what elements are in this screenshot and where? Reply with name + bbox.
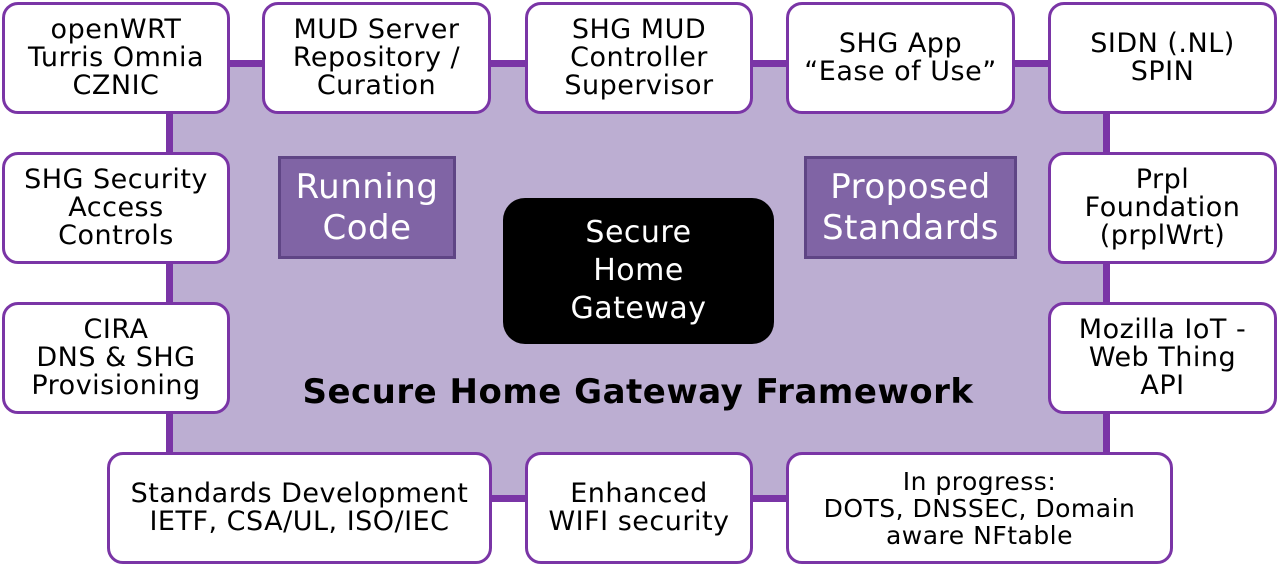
openwrt-label: openWRT Turris Omnia CZNIC: [27, 13, 205, 102]
mud-server-box: MUD Server Repository / Curation: [262, 2, 491, 114]
wifi-box: Enhanced WIFI security: [525, 452, 753, 564]
cira-box: CIRA DNS & SHG Provisioning: [2, 302, 230, 414]
secure-home-gateway-core: Secure Home Gateway: [503, 198, 774, 344]
in-progress-label: In progress: DOTS, DNSSEC, Domain aware …: [823, 466, 1136, 550]
prpl-label: Prpl Foundation (prplWrt): [1084, 163, 1241, 252]
shg-security-box: SHG Security Access Controls: [2, 152, 230, 264]
standards-box: Standards Development IETF, CSA/UL, ISO/…: [107, 452, 492, 564]
shg-mud-box: SHG MUD Controller Supervisor: [525, 2, 753, 114]
proposed-standards-label: Proposed Standards: [822, 166, 999, 248]
shg-mud-label: SHG MUD Controller Supervisor: [564, 13, 714, 102]
running-code-label: Running Code: [295, 166, 439, 248]
core-label: Secure Home Gateway: [570, 214, 707, 327]
openwrt-box: openWRT Turris Omnia CZNIC: [2, 2, 230, 114]
sidn-box: SIDN (.NL) SPIN: [1048, 2, 1277, 114]
cira-label: CIRA DNS & SHG Provisioning: [31, 313, 201, 402]
in-progress-box: In progress: DOTS, DNSSEC, Domain aware …: [786, 452, 1173, 564]
running-code-tag: Running Code: [278, 156, 456, 259]
shg-app-label: SHG App “Ease of Use”: [804, 27, 997, 87]
mozilla-label: Mozilla IoT - Web Thing API: [1078, 313, 1247, 402]
standards-label: Standards Development IETF, CSA/UL, ISO/…: [130, 477, 469, 537]
framework-title: Secure Home Gateway Framework: [302, 372, 974, 412]
mud-server-label: MUD Server Repository / Curation: [292, 13, 461, 102]
proposed-standards-tag: Proposed Standards: [804, 156, 1017, 259]
shg-security-label: SHG Security Access Controls: [24, 163, 208, 252]
mozilla-box: Mozilla IoT - Web Thing API: [1048, 302, 1277, 414]
wifi-label: Enhanced WIFI security: [548, 477, 730, 537]
sidn-label: SIDN (.NL) SPIN: [1090, 27, 1235, 87]
shg-app-box: SHG App “Ease of Use”: [786, 2, 1015, 114]
prpl-box: Prpl Foundation (prplWrt): [1048, 152, 1277, 264]
